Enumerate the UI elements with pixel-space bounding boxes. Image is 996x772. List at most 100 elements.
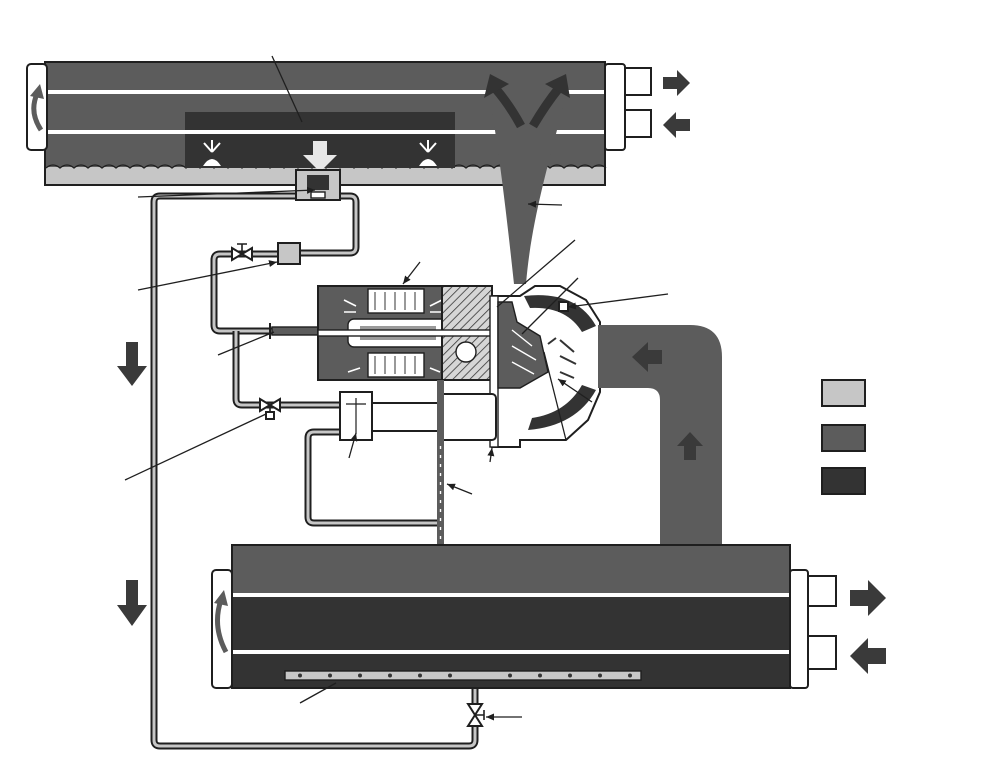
evaporator-right-waterbox	[789, 569, 809, 689]
spray-jets	[419, 140, 437, 153]
leader-line	[137, 186, 316, 198]
leader-line	[446, 483, 473, 495]
arrow-left-icon	[850, 638, 886, 674]
legend-swatch-dark	[821, 467, 866, 495]
oil-cooler-return-line-core	[306, 430, 440, 525]
filter-drier	[277, 242, 301, 265]
motor-stator-top	[367, 288, 425, 314]
float-chamber	[295, 169, 341, 201]
arrow-up-icon	[677, 432, 703, 460]
distributor-hole	[598, 673, 602, 678]
curved-arrow-icon	[214, 599, 229, 654]
condenser-right-waterbox	[604, 63, 626, 151]
motor-cooling-line	[210, 250, 278, 335]
leader-line	[543, 351, 567, 441]
refrigerant-distributor	[284, 670, 642, 681]
down-arrow-icon	[303, 141, 337, 172]
oil-sump	[437, 393, 497, 441]
discharge-plume	[486, 78, 570, 284]
distributor-hole	[358, 673, 362, 678]
spray-nozzle-base	[203, 159, 221, 166]
leader-line	[271, 55, 303, 123]
compressor	[317, 285, 601, 546]
oil-pump-detail	[346, 398, 366, 434]
motor-stator-top-windings	[374, 292, 416, 310]
float-outlet	[310, 191, 326, 199]
leader-line	[402, 261, 421, 285]
condenser-left-waterbox	[26, 63, 48, 151]
condenser-water-outlet-nozzle	[624, 67, 652, 96]
motor-cooling-supply-line-core	[300, 194, 358, 255]
arrow-right-icon	[850, 580, 886, 616]
legend	[821, 379, 866, 495]
condenser	[26, 61, 690, 186]
arrow-left-icon	[663, 112, 690, 138]
evaporator-tube-line-lower	[233, 650, 789, 654]
evaporator-tube-band-upper	[233, 597, 789, 650]
leader-line	[527, 200, 563, 208]
evaporator	[211, 544, 886, 689]
impeller-blades	[511, 329, 537, 375]
arrow-left-icon	[632, 342, 662, 372]
motor-stator-bottom	[367, 352, 425, 378]
float	[307, 175, 329, 190]
leader-line	[348, 432, 358, 459]
discharge-vapor-stream	[484, 74, 570, 284]
valve-actuator	[265, 411, 275, 420]
distributor-hole	[328, 673, 332, 678]
motor-cooling-spray	[343, 299, 443, 373]
curved-arrow-head	[30, 84, 44, 99]
leader-line	[487, 447, 495, 463]
distributor-hole	[448, 673, 452, 678]
distributor-holes	[298, 673, 632, 678]
distributor-hole	[418, 673, 422, 678]
distributor-hole	[538, 673, 542, 678]
arrow-down-icon	[117, 342, 147, 386]
legend-swatch-light	[821, 379, 866, 407]
leader-line	[496, 239, 576, 308]
curved-arrow-icon	[491, 85, 525, 129]
distributor-hole	[388, 673, 392, 678]
leader-line	[137, 260, 278, 291]
oil-cooler-feed-line-core	[234, 331, 340, 407]
legend-swatch-medium	[821, 424, 866, 452]
leader-line	[299, 682, 337, 704]
chilled-water-inlet-nozzle	[807, 635, 837, 670]
valve-icon	[259, 397, 281, 420]
gear-wheel	[455, 341, 477, 363]
evaporator-tube-line-upper	[233, 593, 789, 597]
liquid-line-core	[152, 194, 477, 748]
distributor-hole	[628, 673, 632, 678]
condenser-water-inlet-nozzle	[624, 109, 652, 138]
inlet-guide-vanes	[547, 337, 577, 379]
arrow-right-icon	[663, 70, 690, 96]
suction-duct	[598, 325, 722, 548]
suction-duct-body	[598, 325, 722, 548]
drive-shaft	[317, 329, 497, 337]
spray-nozzle-icon	[419, 140, 437, 166]
leader-line	[557, 378, 593, 403]
oil-cooler-return-line	[304, 428, 440, 527]
leader-line	[124, 413, 267, 481]
motor-cooling-inlet	[271, 326, 319, 336]
spray-nozzle-icon	[203, 140, 221, 166]
distributor-hole	[298, 673, 302, 678]
valve-stem	[475, 710, 485, 720]
curved-arrow-head	[214, 590, 228, 606]
motor-cooling-line-core	[212, 252, 278, 333]
curved-arrow-icon	[529, 85, 563, 129]
leader-line	[521, 277, 579, 335]
condenser-tube-bundle-line-lower	[46, 130, 604, 134]
distributor-hole	[508, 673, 512, 678]
volute-lower	[528, 385, 596, 430]
chilled-water-outlet-nozzle	[807, 575, 837, 607]
leader-line	[567, 293, 669, 310]
arrow-down-icon	[117, 580, 147, 626]
spray-jets	[203, 140, 221, 153]
valve-stem	[237, 243, 247, 254]
evaporator-left-waterbox	[211, 569, 233, 689]
curved-arrow-head	[545, 74, 570, 98]
volute-upper	[524, 295, 596, 332]
oil-drain-line	[437, 380, 444, 546]
spray-nozzle-base	[419, 159, 437, 166]
